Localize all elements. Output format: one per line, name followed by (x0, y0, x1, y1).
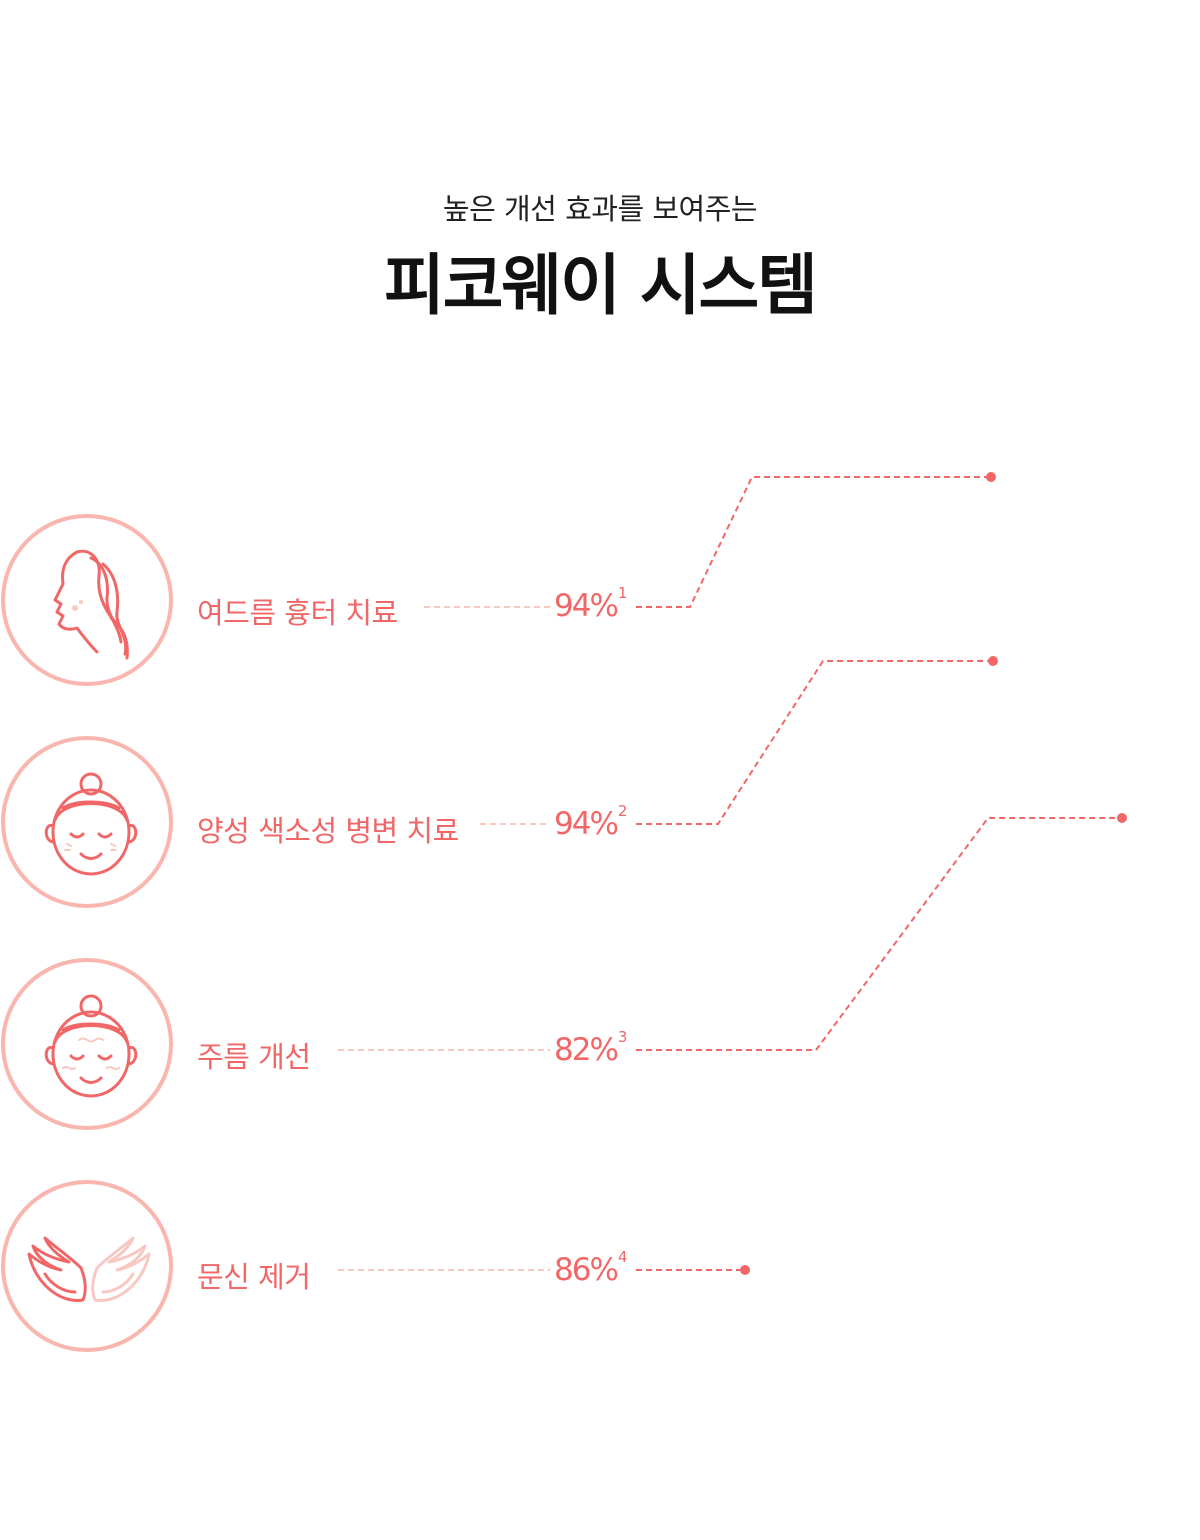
footnote-mark: 3 (617, 1028, 628, 1046)
connector-dot-2 (988, 656, 998, 666)
percent-value: 94% (554, 588, 619, 624)
page-title: 피코웨이 시스템 (383, 247, 818, 324)
connector-path-3 (636, 817, 1121, 1051)
icon-circle (1, 736, 173, 908)
footnote-mark: 1 (617, 584, 628, 602)
percent-value: 86% (554, 1252, 619, 1288)
feature-label: 문신 제거 (197, 1260, 311, 1294)
footnote-mark: 2 (617, 802, 628, 820)
icon-circle (1, 1180, 173, 1352)
wings-icon (27, 1236, 151, 1302)
feature-percent: 94%1 (554, 584, 627, 624)
connector-dot-1 (986, 472, 996, 482)
feature-percent: 86%4 (554, 1248, 627, 1288)
feature-label: 양성 색소성 병변 치료 (197, 814, 459, 848)
face-wrinkle-icon (44, 994, 138, 1098)
connector-dot-3 (1117, 813, 1127, 823)
percent-value: 94% (554, 806, 619, 842)
side-face-hair-icon (53, 549, 129, 660)
percent-value: 82% (554, 1032, 619, 1068)
icon-circle (1, 514, 173, 686)
icon-circle (1, 958, 173, 1130)
face-pigment-icon (44, 772, 138, 876)
feature-percent: 94%2 (554, 802, 627, 842)
footnote-mark: 4 (617, 1248, 628, 1266)
feature-percent: 82%3 (554, 1028, 627, 1068)
connector-path-2 (636, 660, 992, 825)
feature-label: 주름 개선 (197, 1040, 311, 1074)
feature-row-wrinkle: 주름 개선 82%3 (0, 958, 700, 1138)
feature-row-pigment: 양성 색소성 병변 치료 94%2 (0, 736, 700, 916)
feature-row-tattoo: 문신 제거 86%4 (0, 1180, 700, 1360)
connector-dot-4 (740, 1265, 750, 1275)
feature-label: 여드름 흉터 치료 (197, 596, 398, 630)
feature-row-acne-scar: 여드름 흉터 치료 94%1 (0, 514, 700, 694)
subtitle: 높은 개선 효과를 보여주는 (442, 192, 758, 226)
